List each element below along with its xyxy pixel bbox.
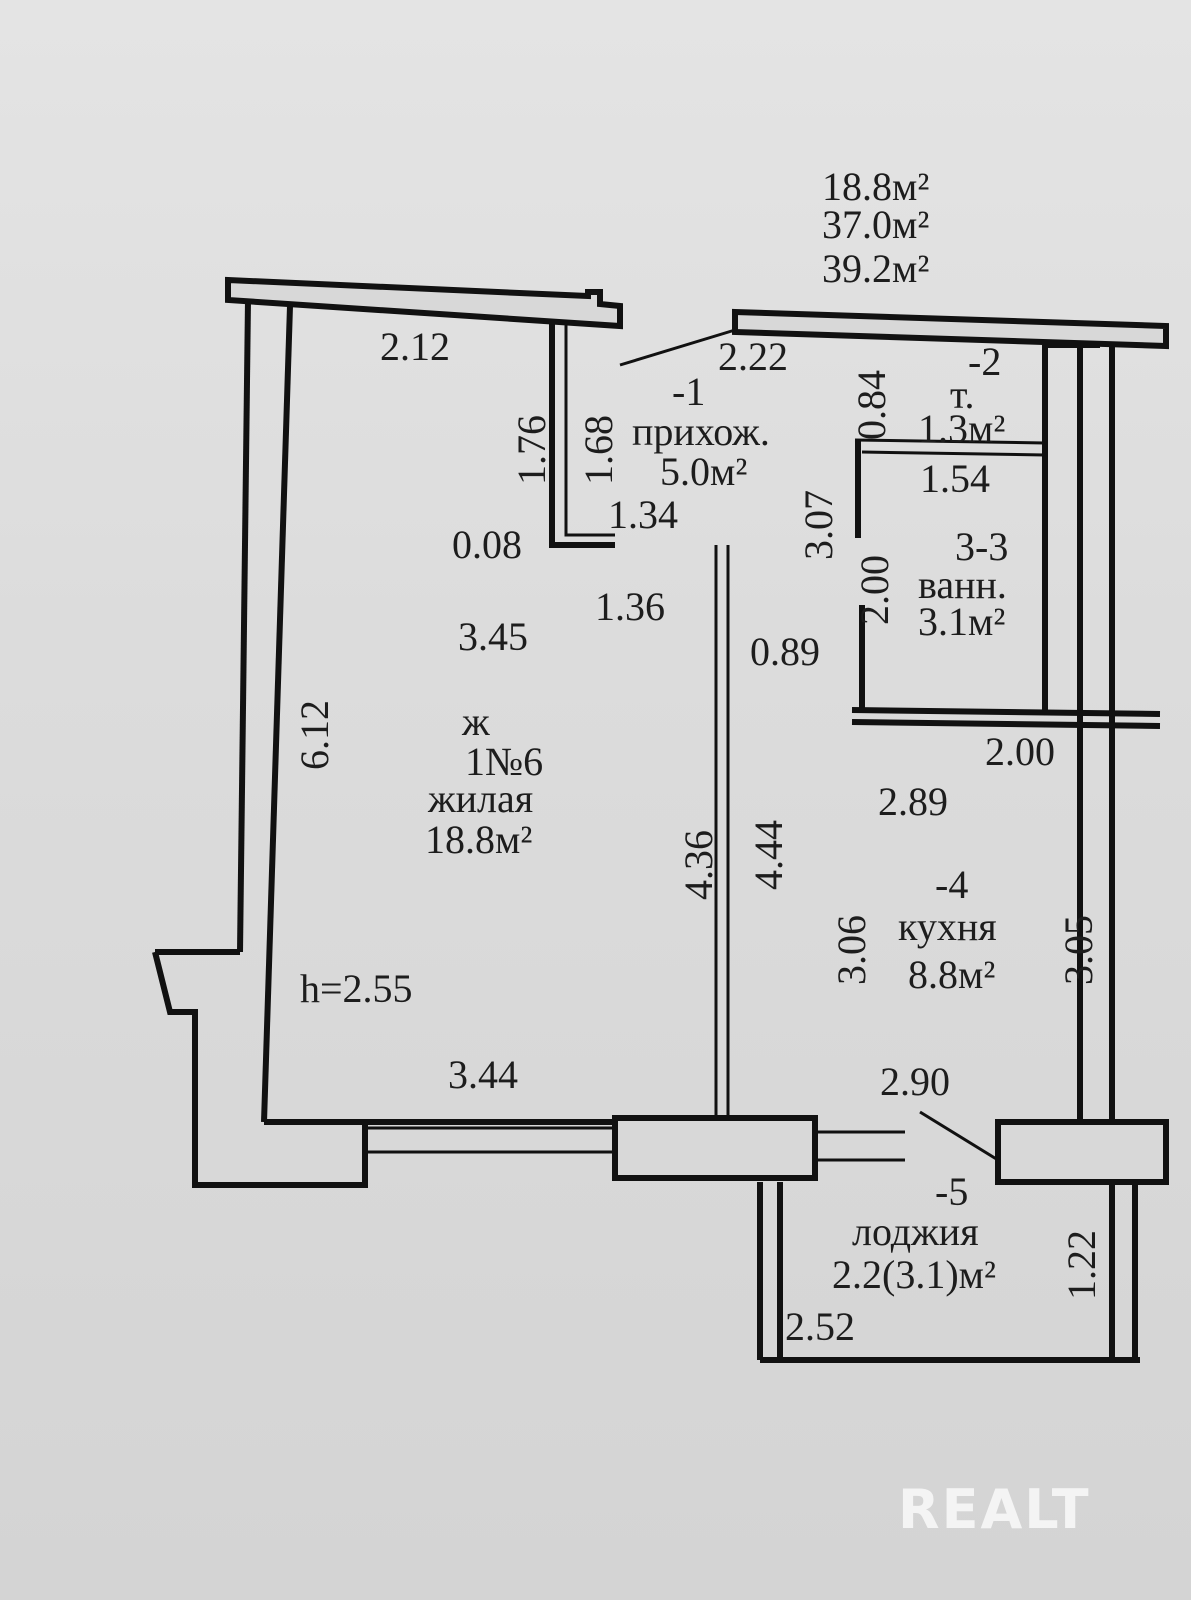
walls (152, 276, 1169, 1363)
room-name: кухня (898, 904, 997, 949)
dim-label: 3.05 (1056, 915, 1101, 985)
dim-label: 3.06 (829, 915, 874, 985)
dim-label: 1.76 (509, 415, 554, 485)
room-area: 18.8м² (425, 817, 532, 862)
room-number: 1№6 (465, 739, 543, 784)
dim-label: 6.12 (292, 700, 337, 770)
room-name: лоджия (852, 1209, 979, 1254)
dim-label: 1.54 (920, 456, 990, 501)
dim-label: 2.00 (852, 555, 897, 625)
dim-label: 4.44 (746, 820, 791, 890)
dim-label: 3.44 (448, 1052, 518, 1097)
watermark-logo: REALT (898, 1478, 1091, 1541)
dim-label: 2.52 (785, 1304, 855, 1349)
dim-label: 2.12 (380, 324, 450, 369)
room-bath: 3-3 ванн. 3.1м² (918, 524, 1008, 644)
room-prefix: ж (461, 699, 490, 744)
dim-label: 3.45 (458, 614, 528, 659)
total-area-with-loggia: 39.2м² (822, 246, 929, 291)
dim-label: 2.90 (880, 1059, 950, 1104)
room-number: -5 (935, 1169, 968, 1214)
dim-label: 1.34 (608, 492, 678, 537)
room-loggia: -5 лоджия 2.2(3.1)м² (832, 1169, 996, 1297)
room-area: 3.1м² (918, 599, 1005, 644)
living-area-total: 18.8м² (822, 164, 929, 209)
room-area: 2.2(3.1)м² (832, 1252, 996, 1297)
room-area: 1.3м² (918, 406, 1005, 451)
room-living: ж 1№6 жилая 18.8м² (425, 699, 543, 862)
ceiling-height: h=2.55 (300, 966, 413, 1011)
room-number: -4 (935, 862, 968, 907)
room-hall: -1 прихож. 5.0м² (632, 369, 770, 494)
dim-label: 1.68 (576, 415, 621, 485)
dim-label: 2.00 (985, 729, 1055, 774)
room-name: жилая (427, 776, 533, 821)
dim-label: 4.36 (676, 830, 721, 900)
dim-label: 2.22 (718, 334, 788, 379)
room-kitchen: -4 кухня 8.8м² (898, 862, 997, 997)
room-toilet: -2 т. 1.3м² (918, 339, 1005, 451)
dim-label: 1.36 (595, 584, 665, 629)
dim-label: 0.84 (849, 370, 894, 440)
total-area: 37.0м² (822, 202, 929, 247)
room-name: т. (950, 372, 974, 417)
room-name: ванн. (918, 562, 1007, 607)
room-name: прихож. (632, 409, 770, 454)
room-number: -2 (968, 339, 1001, 384)
dim-label: 0.08 (452, 522, 522, 567)
dim-label: 1.22 (1059, 1230, 1104, 1300)
room-area: 8.8м² (908, 952, 995, 997)
room-area: 5.0м² (660, 449, 747, 494)
dim-label: 2.89 (878, 779, 948, 824)
room-number: 3-3 (955, 524, 1008, 569)
dim-label: 0.89 (750, 629, 820, 674)
room-number: -1 (672, 369, 705, 414)
dim-label: 3.07 (796, 490, 841, 560)
